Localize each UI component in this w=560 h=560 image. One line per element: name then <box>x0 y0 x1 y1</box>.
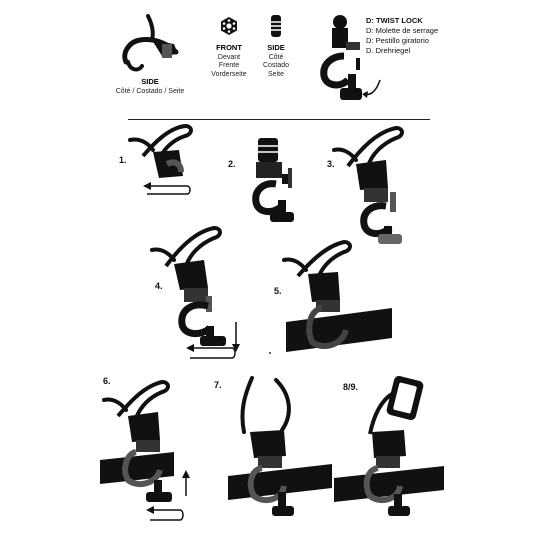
twist-lock-title: D: TWIST LOCK <box>366 16 423 25</box>
step-6-illustration <box>100 379 190 521</box>
step-1-illustration <box>128 123 193 195</box>
scan-dot <box>269 352 271 354</box>
bolt-side-icon <box>271 15 281 37</box>
front-line-2: Frente <box>218 62 240 69</box>
step-3-illustration <box>332 125 404 244</box>
step-6-label: 6. <box>103 376 111 386</box>
step-5-illustration <box>282 239 392 352</box>
step-3-label: 3. <box>327 159 335 169</box>
step-7-illustration <box>228 376 332 516</box>
twist-lock-line-3: D. Drehriegel <box>366 46 411 55</box>
twist-lock-icon <box>320 15 381 100</box>
twist-lock-legend: D: TWIST LOCK D: Molette de serrage D: P… <box>366 16 438 56</box>
twist-lock-line-1: D: Molette de serrage <box>366 26 439 35</box>
side2-line-1: Côté <box>268 53 284 61</box>
side2-line-3: Seite <box>268 70 284 78</box>
side2-line-2: Costado <box>262 62 290 69</box>
bolt-front-icon <box>221 17 237 35</box>
front-line-3: Vorderseite <box>211 70 247 78</box>
step-4-illustration <box>150 225 240 359</box>
step-1-label: 1. <box>119 155 127 165</box>
front-line-1: Devant <box>217 53 241 61</box>
step-4-label: 4. <box>155 281 163 291</box>
side-title: SIDE <box>141 77 159 86</box>
step-2-illustration <box>252 138 294 222</box>
step-2-label: 2. <box>228 159 236 169</box>
step-5-label: 5. <box>274 286 282 296</box>
clip-side-icon <box>122 14 179 72</box>
side-subtitle: Côté / Costado / Seite <box>115 87 185 95</box>
side2-title: SIDE <box>267 43 285 52</box>
step-7-label: 7. <box>214 380 222 390</box>
step-8-9-label: 8/9. <box>343 382 359 392</box>
step-8-9-illustration <box>334 376 444 516</box>
header-divider <box>128 119 430 120</box>
front-title: FRONT <box>216 43 242 52</box>
twist-lock-line-2: D: Pestillo giratorio <box>366 36 429 45</box>
